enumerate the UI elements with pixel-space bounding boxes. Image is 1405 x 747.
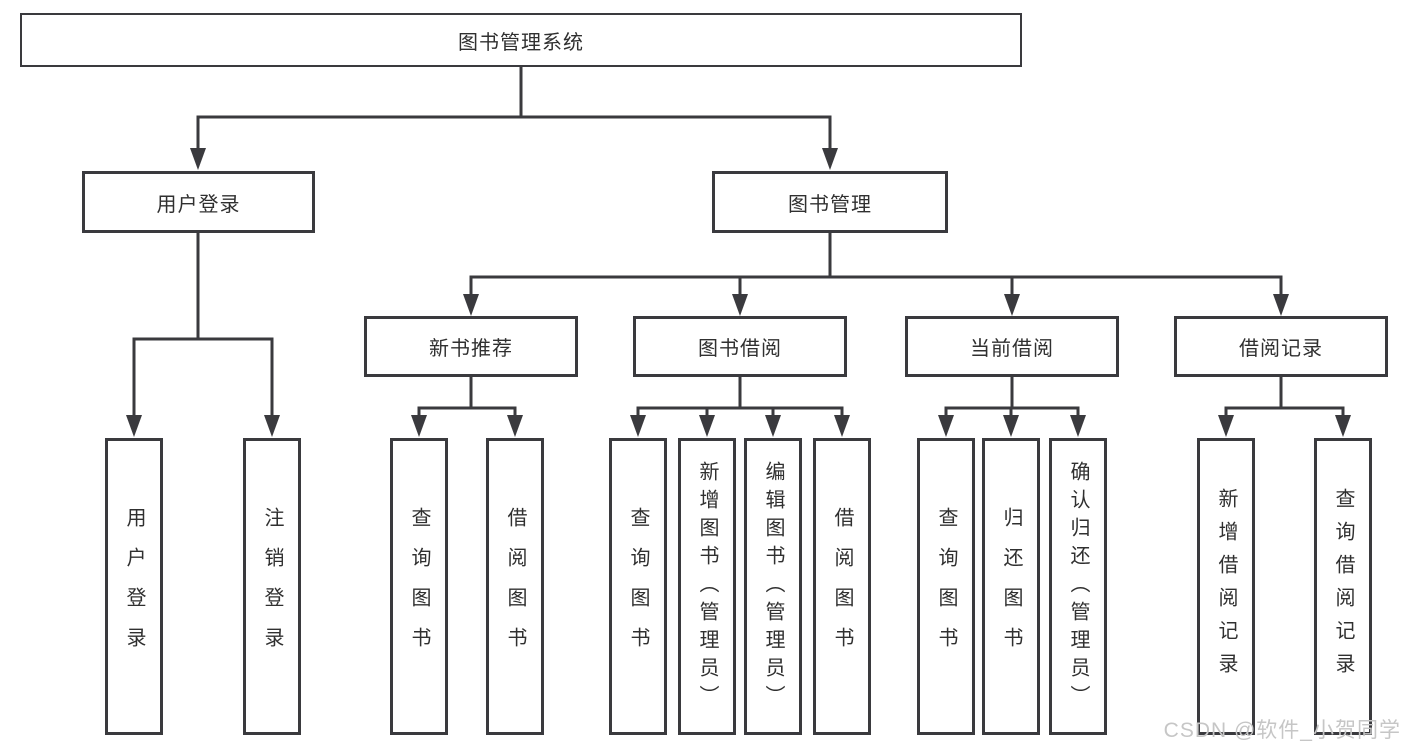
- leaf-borrow-books-recommend: 借阅图书: [486, 438, 544, 735]
- leaf-query-books-current-label: 查询图书: [935, 506, 957, 667]
- leaf-query-books-recommend: 查询图书: [390, 438, 448, 735]
- leaf-borrow-books-label: 借阅图书: [831, 506, 853, 667]
- node-user-login: 用户登录: [82, 171, 315, 233]
- connector-root: [190, 65, 838, 170]
- node-borrow-records: 借阅记录: [1174, 316, 1388, 377]
- leaf-user-login-label: 用户登录: [123, 506, 145, 667]
- leaf-logout-label: 注销登录: [261, 506, 283, 667]
- connector-current-borrow: [938, 375, 1086, 437]
- leaf-query-books-recommend-label: 查询图书: [408, 506, 430, 667]
- leaf-return-books-label: 归还图书: [1000, 506, 1022, 667]
- node-book-borrow: 图书借阅: [633, 316, 847, 377]
- connector-book-management: [463, 231, 1289, 316]
- leaf-confirm-return-admin-label: 确认归还（管理员）: [1067, 460, 1089, 713]
- leaf-add-borrow-record: 新增借阅记录: [1197, 438, 1255, 735]
- leaf-query-books-borrow-label: 查询图书: [627, 506, 649, 667]
- node-user-login-label: 用户登录: [156, 193, 241, 216]
- connector-new-book-recommend: [411, 375, 523, 437]
- leaf-user-login: 用户登录: [105, 438, 163, 735]
- node-borrow-records-label: 借阅记录: [1239, 338, 1323, 360]
- leaf-borrow-books-recommend-label: 借阅图书: [504, 506, 526, 667]
- csdn-watermark: CSDN @软件_小贺同学: [1163, 719, 1401, 742]
- leaf-edit-books-admin-label: 编辑图书（管理员）: [762, 460, 784, 713]
- node-book-management: 图书管理: [712, 171, 948, 233]
- node-root: 图书管理系统: [20, 13, 1022, 67]
- node-new-book-recommend-label: 新书推荐: [429, 338, 513, 360]
- node-current-borrow: 当前借阅: [905, 316, 1119, 377]
- leaf-query-borrow-record: 查询借阅记录: [1314, 438, 1372, 735]
- node-book-management-label: 图书管理: [788, 193, 872, 216]
- leaf-logout: 注销登录: [243, 438, 301, 735]
- leaf-confirm-return-admin: 确认归还（管理员）: [1049, 438, 1107, 735]
- leaf-edit-books-admin: 编辑图书（管理员）: [744, 438, 802, 735]
- leaf-add-books-admin-label: 新增图书（管理员）: [696, 460, 718, 713]
- node-new-book-recommend: 新书推荐: [364, 316, 578, 377]
- connector-book-borrow: [630, 375, 850, 437]
- connector-borrow-records: [1218, 375, 1351, 437]
- leaf-query-books-current: 查询图书: [917, 438, 975, 735]
- connector-user-login: [126, 231, 280, 437]
- leaf-borrow-books: 借阅图书: [813, 438, 871, 735]
- leaf-add-books-admin: 新增图书（管理员）: [678, 438, 736, 735]
- leaf-query-borrow-record-label: 查询借阅记录: [1332, 487, 1354, 686]
- node-root-label: 图书管理系统: [458, 31, 584, 54]
- node-current-borrow-label: 当前借阅: [970, 338, 1054, 360]
- leaf-return-books: 归还图书: [982, 438, 1040, 735]
- node-book-borrow-label: 图书借阅: [698, 338, 782, 360]
- leaf-query-books-borrow: 查询图书: [609, 438, 667, 735]
- leaf-add-borrow-record-label: 新增借阅记录: [1215, 487, 1237, 686]
